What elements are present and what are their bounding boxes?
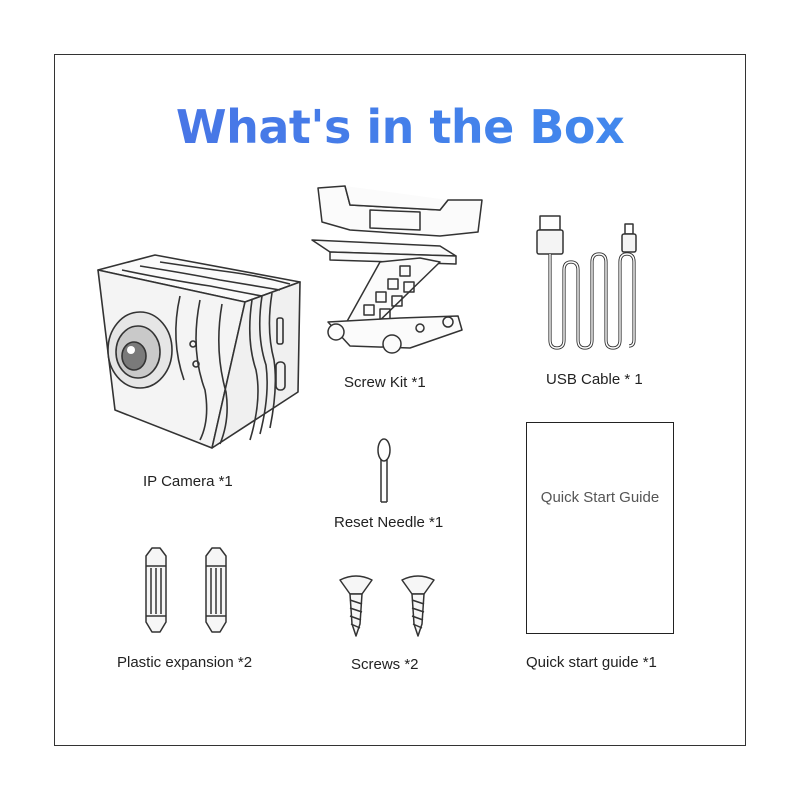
usb-cable-label: USB Cable * 1 xyxy=(546,371,643,388)
screws-label: Screws *2 xyxy=(351,656,419,673)
plastic-expansion-label: Plastic expansion *2 xyxy=(117,654,253,671)
content-frame xyxy=(54,54,746,746)
page-title: What's in the Box xyxy=(0,100,800,154)
reset-needle-label: Reset Needle *1 xyxy=(334,514,444,531)
quick-start-guide-label: Quick start guide *1 xyxy=(526,654,657,671)
ip-camera-label: IP Camera *1 xyxy=(143,473,233,490)
guide-cover-text: Quick Start Guide xyxy=(540,489,660,506)
booklet-icon: Quick Start Guide xyxy=(526,422,674,634)
screw-kit-label: Screw Kit *1 xyxy=(344,374,426,391)
